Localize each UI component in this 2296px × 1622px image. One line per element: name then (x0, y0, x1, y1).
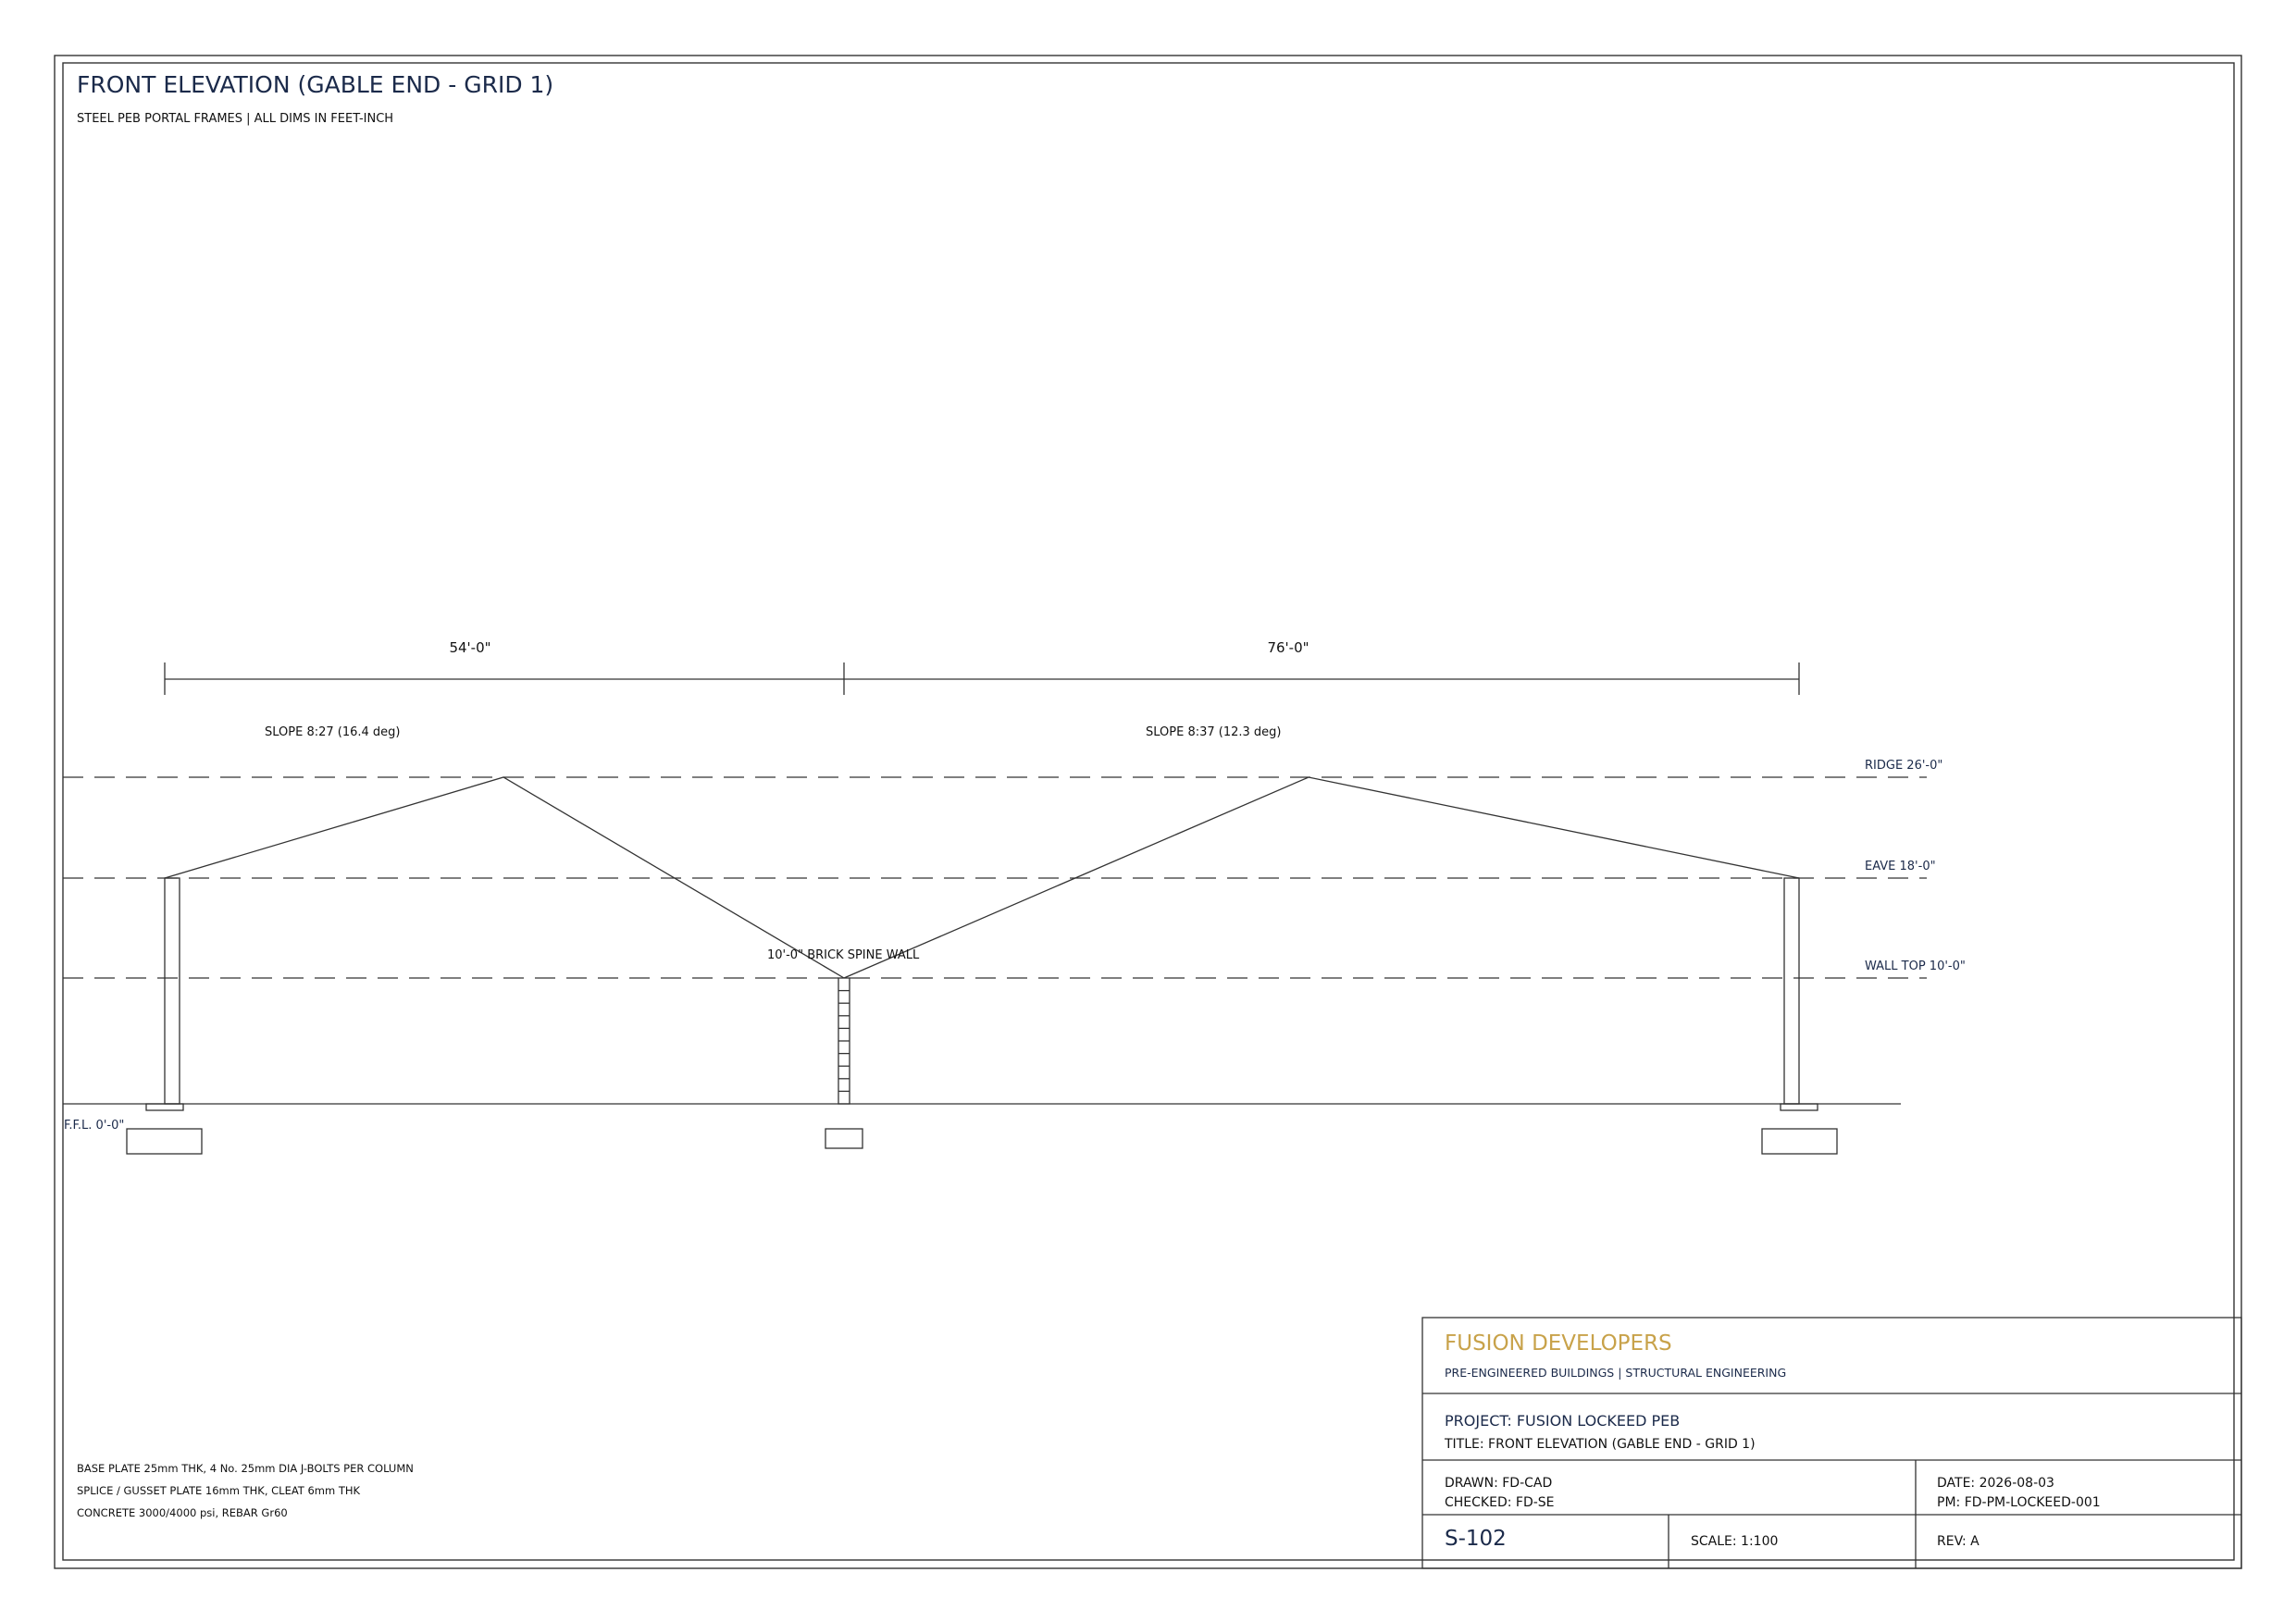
note-base-plate: BASE PLATE 25mm THK, 4 No. 25mm DIA J-BO… (77, 1462, 414, 1475)
drawn-by: DRAWN: FD-CAD (1445, 1476, 1552, 1491)
checked-by: CHECKED: FD-SE (1445, 1495, 1555, 1510)
scale-value: SCALE: 1:100 (1691, 1534, 1778, 1549)
left-footing (126, 1128, 203, 1155)
sheet-number: S-102 (1445, 1527, 1507, 1551)
inner-border (62, 62, 2235, 1561)
right-footing (1761, 1128, 1838, 1155)
dim-left-span: 54'-0" (449, 639, 490, 656)
dim-right-span: 76'-0" (1267, 639, 1309, 656)
company-name: FUSION DEVELOPERS (1445, 1331, 1672, 1356)
ffl-label: F.F.L. 0'-0" (64, 1119, 124, 1133)
slope-left-label: SLOPE 8:27 (16.4 deg) (265, 725, 401, 739)
drawing-title: FRONT ELEVATION (GABLE END - GRID 1) (77, 71, 553, 98)
project-name: PROJECT: FUSION LOCKEED PEB (1445, 1412, 1680, 1430)
span-dimension: 54'-0" 76'-0" (164, 639, 1800, 695)
wall-top-level-label: WALL TOP 10'-0" (1865, 960, 1966, 973)
general-notes: BASE PLATE 25mm THK, 4 No. 25mm DIA J-BO… (77, 1462, 414, 1519)
note-splice-plate: SPLICE / GUSSET PLATE 16mm THK, CLEAT 6m… (77, 1484, 361, 1497)
spine-wall-footing (825, 1128, 863, 1149)
brick-spine-wall (825, 977, 863, 1149)
outer-border (54, 55, 2242, 1569)
left-column (126, 877, 203, 1155)
company-tagline: PRE-ENGINEERED BUILDINGS | STRUCTURAL EN… (1445, 1366, 1786, 1380)
rafter-left-frame (164, 776, 845, 979)
right-column (1761, 877, 1838, 1155)
pm-reference: PM: FD-PM-LOCKEED-001 (1937, 1495, 2101, 1510)
note-concrete: CONCRETE 3000/4000 psi, REBAR Gr60 (77, 1506, 288, 1519)
spine-wall-label: 10'-0" BRICK SPINE WALL (767, 948, 920, 962)
slope-right-label: SLOPE 8:37 (12.3 deg) (1146, 725, 1282, 739)
revision: REV: A (1937, 1534, 1980, 1549)
sheet-title: TITLE: FRONT ELEVATION (GABLE END - GRID… (1444, 1437, 1756, 1452)
issue-date: DATE: 2026-08-03 (1937, 1476, 2054, 1491)
rafter-right-frame (843, 776, 1800, 979)
title-block: FUSION DEVELOPERS PRE-ENGINEERED BUILDIN… (1421, 1317, 2242, 1569)
eave-level-label: EAVE 18'-0" (1865, 860, 1936, 873)
drawing-subtitle: STEEL PEB PORTAL FRAMES | ALL DIMS IN FE… (77, 112, 393, 126)
ridge-level-label: RIDGE 26'-0" (1865, 759, 1942, 773)
